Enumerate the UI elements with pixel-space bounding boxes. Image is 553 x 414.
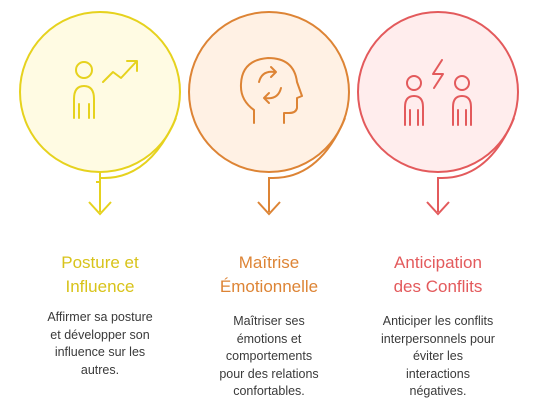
head-cycle-arrows-icon [239, 57, 303, 124]
step-1-circle [19, 11, 181, 216]
step-3-circle [357, 11, 519, 216]
two-people-lightning-icon [404, 59, 472, 126]
person-growth-arrow-icon [73, 60, 138, 119]
step-2-circle [188, 11, 350, 216]
